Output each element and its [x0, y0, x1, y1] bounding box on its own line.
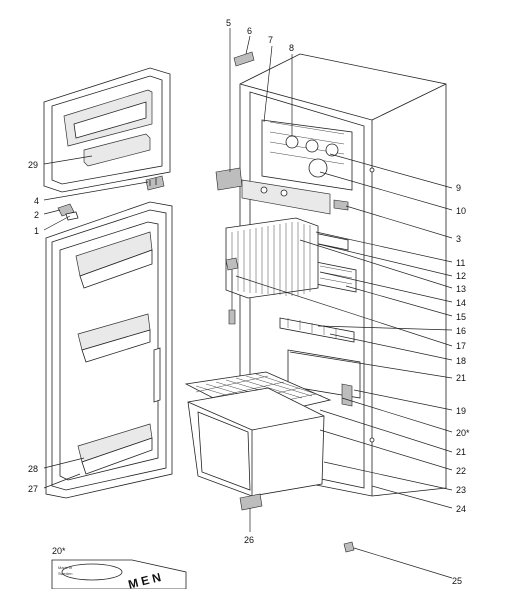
callout-24: 24 — [456, 504, 466, 514]
fin-evaporator — [225, 217, 319, 299]
callout-11: 11 — [456, 258, 465, 268]
callout-6: 6 — [247, 26, 252, 36]
callout-29: 29 — [28, 160, 38, 170]
clip-part — [343, 541, 355, 553]
leader-lines — [43, 28, 453, 579]
callout-16: 16 — [456, 326, 466, 336]
callout-23: 23 — [456, 485, 466, 495]
callout-15: 15 — [456, 312, 466, 322]
callout-12: 12 — [456, 271, 466, 281]
callout-27: 27 — [28, 484, 38, 494]
callout-21a: 21 — [456, 373, 466, 383]
callout-8: 8 — [289, 43, 294, 53]
thermostat-probe — [225, 257, 239, 325]
tag-line-1: Made in — [58, 565, 72, 570]
callout-20: 20* — [456, 428, 470, 438]
hinge-parts — [57, 175, 165, 221]
callout-28: 28 — [28, 464, 38, 474]
callout-13: 13 — [456, 284, 466, 294]
callout-14: 14 — [456, 298, 466, 308]
callout-17: 17 — [456, 341, 466, 351]
tag-line-2: Sweden — [58, 571, 72, 576]
callout-3: 3 — [456, 234, 461, 244]
callout-18: 18 — [456, 356, 466, 366]
callout-22: 22 — [456, 466, 466, 476]
inset-label: 20* — [52, 546, 66, 556]
callout-5: 5 — [226, 18, 231, 28]
callout-2: 2 — [34, 210, 39, 220]
top-hinge — [215, 51, 255, 191]
foot-bracket — [239, 493, 263, 511]
fridge-door — [45, 201, 173, 499]
callout-labels: 5 6 7 8 29 4 2 1 9 10 3 11 12 13 14 15 1… — [28, 18, 470, 586]
freezer-door — [43, 67, 171, 193]
callout-26: 26 — [244, 535, 254, 545]
crisper-drawer — [187, 387, 325, 497]
callout-19: 19 — [456, 406, 466, 416]
callout-4: 4 — [34, 196, 39, 206]
callout-21b: 21 — [456, 447, 466, 457]
callout-9: 9 — [456, 183, 461, 193]
callout-10: 10 — [456, 206, 466, 216]
callout-25: 25 — [452, 576, 462, 586]
callout-1: 1 — [34, 226, 39, 236]
inset-panel — [51, 559, 187, 589]
callout-7: 7 — [268, 35, 273, 45]
